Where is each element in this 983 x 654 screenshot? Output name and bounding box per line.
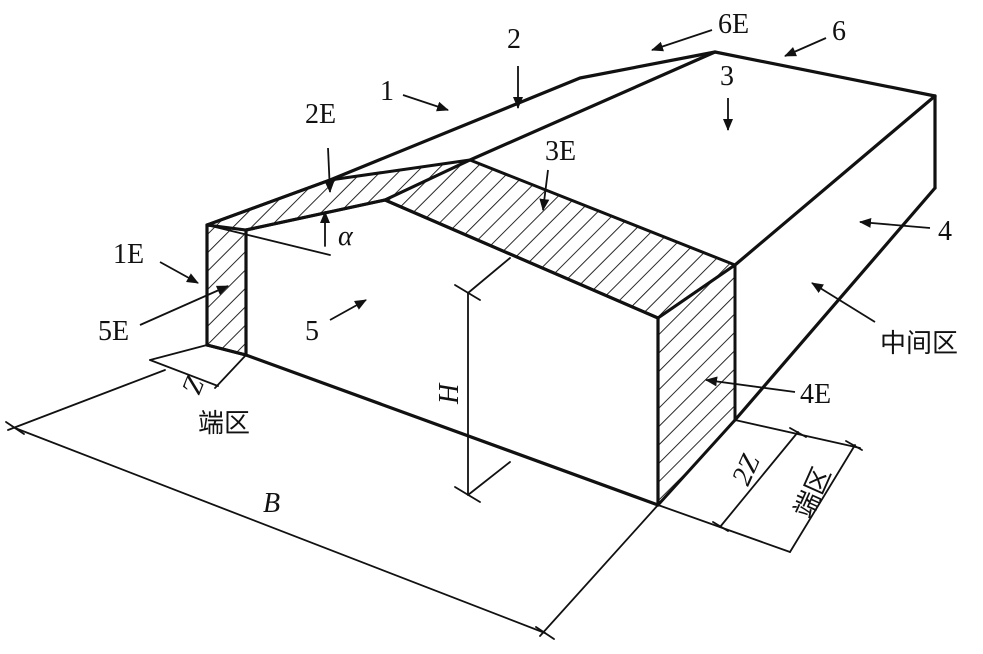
z-dimension-line — [149, 359, 219, 387]
label-end-zone-front: 端区 — [198, 409, 250, 439]
2z-tick-bottom — [712, 521, 729, 532]
alpha-reference-line — [206, 224, 331, 256]
label-5E: 5E — [98, 316, 129, 347]
z-ext-left — [149, 344, 208, 361]
label-H: H — [434, 382, 465, 405]
label-alpha: α — [338, 221, 354, 252]
label-2E: 2E — [305, 99, 336, 130]
height-ext-bottom — [467, 461, 511, 496]
end-zone-tick — [845, 440, 863, 451]
label-end-zone-side: 端区 — [789, 463, 838, 523]
arrow-3E — [539, 169, 550, 211]
label-1E: 1E — [113, 239, 144, 270]
label-2: 2 — [507, 24, 521, 55]
zone-1E-hatch — [205, 223, 248, 357]
label-6E: 6E — [718, 9, 749, 40]
label-3E: 3E — [545, 136, 576, 167]
roof-front-ridge — [205, 50, 717, 227]
label-6: 6 — [832, 16, 846, 47]
roof-front-eave — [244, 198, 660, 320]
label-Z: Z — [176, 371, 211, 397]
wall-front-base — [244, 353, 660, 507]
label-middle-zone: 中间区 — [880, 329, 958, 359]
arrow-4 — [859, 217, 931, 229]
label-3: 3 — [720, 61, 734, 92]
label-1: 1 — [380, 76, 394, 107]
roof-ridge-right — [713, 50, 937, 98]
width-ext-right — [539, 504, 659, 637]
width-dimension-line — [14, 427, 546, 634]
arrow-4E — [705, 376, 796, 393]
width-tick-right — [535, 626, 555, 640]
arrow-6 — [784, 37, 827, 57]
label-B: B — [263, 488, 280, 519]
wall-gable-base — [205, 343, 248, 357]
z-ext-right — [214, 354, 247, 389]
arrow-5E — [139, 285, 229, 326]
arrow-middle-zone — [811, 282, 876, 323]
width-ext-left — [7, 369, 166, 431]
arrow-6E — [651, 29, 713, 52]
height-ext-top — [467, 257, 511, 294]
2z-dimension-line — [719, 431, 799, 528]
label-5: 5 — [305, 316, 319, 347]
wall-right-base — [733, 186, 937, 422]
arrow-1 — [402, 94, 449, 112]
end-zone-dimension-line — [789, 444, 856, 553]
label-2Z: 2Z — [726, 450, 767, 490]
2z-tick-top — [789, 427, 807, 438]
width-tick-left — [5, 421, 25, 435]
arrow-2E — [324, 147, 335, 193]
arrow-5 — [329, 299, 367, 321]
roof-top-left-edge — [468, 50, 717, 162]
roof-right-edge — [733, 94, 937, 267]
zone-3E-hatch — [383, 158, 737, 320]
label-4: 4 — [938, 216, 952, 247]
arrow-1E — [159, 261, 199, 284]
label-4E: 4E — [800, 379, 831, 410]
